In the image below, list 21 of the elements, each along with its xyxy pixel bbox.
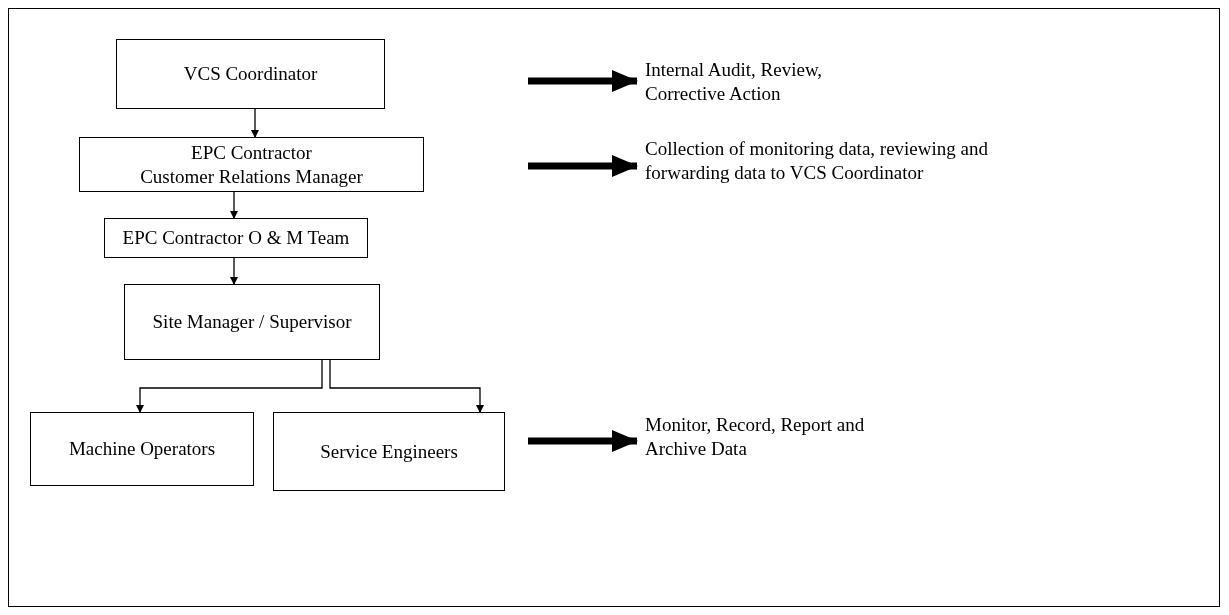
- arrow: [230, 191, 238, 219]
- role-box: [124, 284, 380, 360]
- arrow: [136, 359, 323, 413]
- role-box: [116, 39, 385, 109]
- role-text: Customer Relations Manager: [140, 164, 363, 189]
- role-box: [104, 218, 368, 258]
- role-box: [273, 412, 505, 491]
- role-text: EPC Contractor O & M Team: [122, 226, 350, 250]
- role-text: Site Manager / Supervisor: [152, 310, 352, 334]
- role-text: EPC Contractor: [191, 140, 312, 165]
- arrow: [329, 359, 484, 413]
- arrow: [251, 108, 259, 138]
- role-text: VCS Coordinator: [183, 62, 318, 86]
- role-text: Machine Operators: [68, 437, 216, 461]
- arrow: [230, 257, 238, 285]
- note: Internal Audit, Review, Corrective Action: [645, 58, 885, 108]
- role-box: [30, 412, 254, 486]
- role-box: [79, 137, 424, 192]
- note: Collection of monitoring data, reviewing and forwarding data to VCS Coordinator: [645, 137, 995, 209]
- note: Monitor, Record, Report and Archive Data: [645, 413, 905, 465]
- role-text: Service Engineers: [320, 439, 458, 464]
